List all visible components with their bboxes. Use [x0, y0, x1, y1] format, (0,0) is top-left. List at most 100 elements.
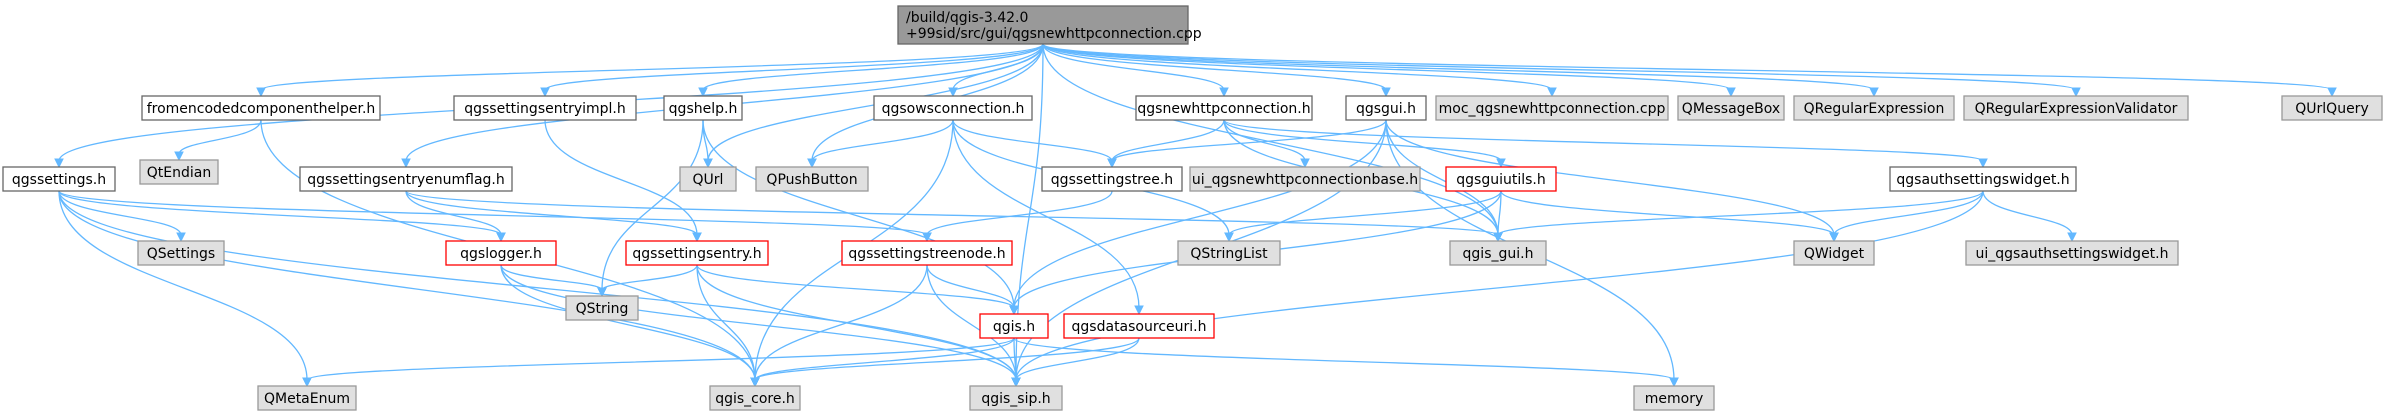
node-settingstree[interactable]: qgssettingstree.h [1041, 166, 1183, 192]
node-label: qgssettingsentryenumflag.h [307, 172, 505, 188]
node-qpushbutton: QPushButton [755, 166, 869, 192]
edge-owsconn-to-qpushbutton [807, 119, 954, 169]
edge-qgis-to-qmetaenum [302, 337, 1015, 388]
node-qwidget: QWidget [1793, 240, 1875, 266]
edge-entryimpl-to-settingsentry [544, 119, 702, 243]
edge-root-to-newhttpconn [1042, 43, 1229, 98]
node-box [1189, 166, 1421, 192]
edge-datasourceuri-to-qgiscore [750, 337, 1140, 388]
edge-newhttpconn-to-guiutils [1223, 119, 1506, 169]
node-box [625, 240, 769, 266]
node-newhttpconn[interactable]: qgsnewhttpconnection.h [1135, 95, 1313, 121]
node-guiutils[interactable]: qgsguiutils.h [1445, 166, 1557, 192]
node-label: ui_qgsnewhttpconnectionbase.h [1192, 172, 1418, 188]
edge-fromencoded-to-qtendian [174, 119, 262, 162]
node-label: qgsguiutils.h [1456, 172, 1545, 188]
edge-qgssettings-to-qsettings [58, 190, 186, 243]
node-label: QMessageBox [1682, 101, 1780, 117]
node-qregexpval: QRegularExpressionValidator [1963, 95, 2189, 121]
node-label: QWidget [1804, 246, 1865, 262]
edge-enumflag-to-logger [405, 190, 506, 243]
node-root[interactable]: /build/qgis-3.42.0+99sid/src/gui/qgsnewh… [897, 5, 1202, 45]
node-box [709, 385, 801, 411]
node-help[interactable]: qgshelp.h [663, 95, 743, 121]
node-qregexp: QRegularExpression [1793, 95, 1955, 121]
edge-qgsgui-to-settingstree [1107, 119, 1387, 169]
node-label: +99sid/src/gui/qgsnewhttpconnection.cpp [906, 26, 1202, 42]
edge-qgssettings-to-qgissip [58, 190, 1021, 388]
edge-root-to-owsconn [948, 43, 1044, 98]
edges-layer [54, 43, 2337, 388]
edge-owsconn-to-datasourceuri [952, 119, 1144, 316]
node-fromencoded[interactable]: fromencodedcomponenthelper.h [141, 95, 381, 121]
node-authwidget[interactable]: qgsauthsettingswidget.h [1889, 166, 2077, 192]
node-label: ui_qgsauthsettingswidget.h [1975, 246, 2168, 262]
node-settingsentry[interactable]: qgssettingsentry.h [625, 240, 769, 266]
edge-root-to-qregexpval [1042, 43, 2081, 98]
node-label: QUrl [693, 172, 724, 188]
edge-settingstree-to-treenode [922, 190, 1113, 243]
node-logger[interactable]: qgslogger.h [445, 240, 557, 266]
node-qgsgui[interactable]: qgsgui.h [1345, 95, 1427, 121]
node-box [299, 166, 513, 192]
edge-qgis-to-qgiscore [750, 337, 1015, 388]
node-datasourceuri[interactable]: qgsdatasourceuri.h [1063, 313, 1215, 339]
edge-authwidget-to-qgissip [1011, 190, 1984, 388]
node-box [1177, 240, 1281, 266]
edge-qgssettings-to-treenode [58, 190, 932, 243]
node-box [1677, 95, 1785, 121]
node-label: qgis_core.h [715, 391, 795, 407]
node-box [257, 385, 357, 411]
node-label: moc_qgsnewhttpconnection.cpp [1439, 101, 1666, 117]
node-box [1041, 166, 1183, 192]
node-box [979, 313, 1049, 339]
node-label: QUrlQuery [2295, 101, 2368, 117]
node-box [139, 159, 219, 185]
node-treenode[interactable]: qgssettingstreenode.h [841, 240, 1013, 266]
node-label: qgsowsconnection.h [882, 101, 1025, 117]
node-entryimpl[interactable]: qgssettingsentryimpl.h [453, 95, 637, 121]
edge-qgis-to-memory [1013, 337, 1679, 388]
node-qgisgui: qgis_gui.h [1449, 240, 1547, 266]
node-box [679, 166, 737, 192]
node-qgis[interactable]: qgis.h [979, 313, 1049, 339]
node-memory: memory [1633, 385, 1715, 411]
node-label: QRegularExpression [1804, 101, 1945, 117]
node-label: QStringList [1190, 246, 1268, 262]
edge-root-to-qurlquery [1042, 43, 2337, 98]
edge-root-to-fromencoded [256, 43, 1044, 98]
node-box [2281, 95, 2383, 121]
node-moc: moc_qgsnewhttpconnection.cpp [1435, 95, 1669, 121]
node-qurlquery: QUrlQuery [2281, 95, 2383, 121]
node-box [1445, 166, 1557, 192]
node-uiauth: ui_qgsauthsettingswidget.h [1965, 240, 2179, 266]
node-label: qgsdatasourceuri.h [1072, 319, 1207, 335]
edge-authwidget-to-qwidget [1829, 190, 1984, 243]
node-qtendian: QtEndian [139, 159, 219, 185]
edge-newhttpconn-to-uibase [1223, 119, 1310, 169]
node-label: qgis_sip.h [981, 391, 1050, 407]
node-box [1965, 240, 2179, 266]
node-box [897, 5, 1189, 45]
node-box [841, 240, 1013, 266]
node-label: memory [1645, 391, 1704, 407]
edge-authwidget-to-uiauth [1982, 190, 2077, 243]
edge-help-to-qgis [702, 119, 1019, 316]
node-label: QMetaEnum [264, 391, 350, 407]
node-box [137, 240, 225, 266]
node-owsconn[interactable]: qgsowsconnection.h [873, 95, 1033, 121]
node-qgssettings[interactable]: qgssettings.h [2, 166, 116, 192]
edge-root-to-moc [1042, 43, 1557, 98]
node-label: qgsnewhttpconnection.h [1137, 101, 1310, 117]
node-uibase: ui_qgsnewhttpconnectionbase.h [1189, 166, 1421, 192]
node-box [873, 95, 1033, 121]
node-enumflag[interactable]: qgssettingsentryenumflag.h [299, 166, 513, 192]
node-box [453, 95, 637, 121]
edge-qgsgui-to-qgis [1009, 119, 1387, 316]
node-qstringlist: QStringList [1177, 240, 1281, 266]
edge-root-to-qmessagebox [1042, 43, 1736, 98]
node-qurl: QUrl [679, 166, 737, 192]
edge-guiutils-to-qstringlist [1224, 190, 1502, 243]
nodes-layer: /build/qgis-3.42.0+99sid/src/gui/qgsnewh… [2, 5, 2383, 411]
